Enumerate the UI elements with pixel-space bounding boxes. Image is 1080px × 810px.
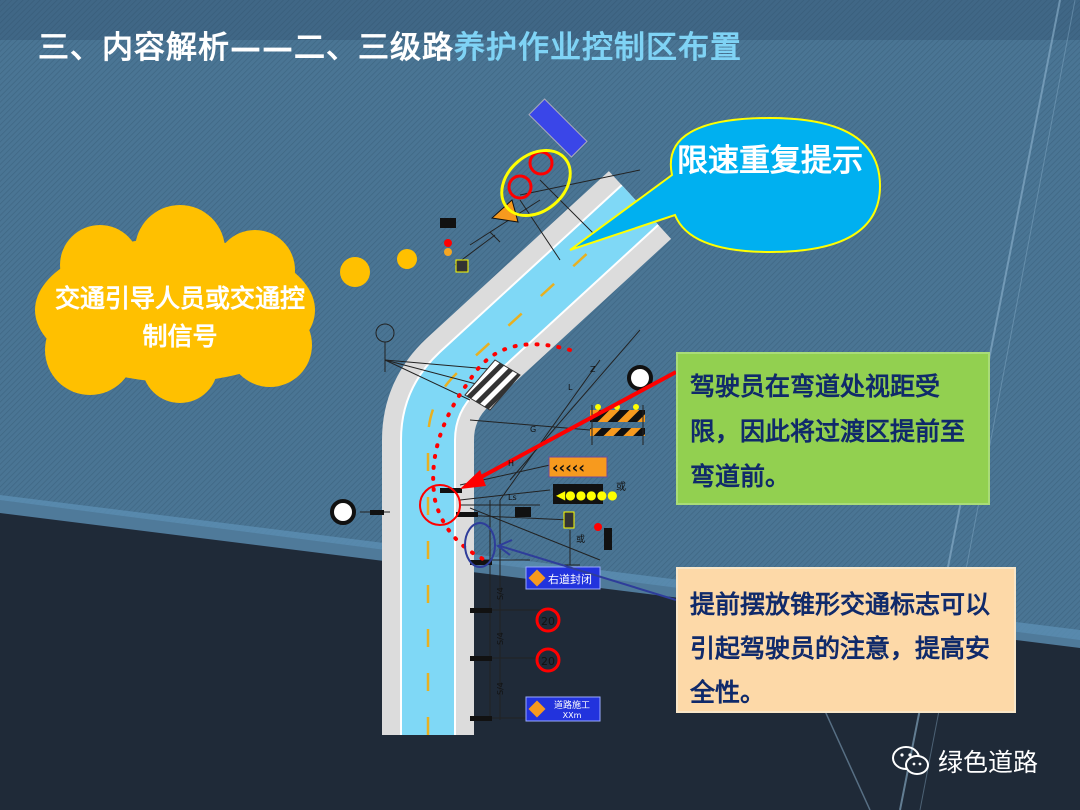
cone-note-box: 提前摆放锥形交通标志可以引起驾驶员的注意，提高安全性。	[676, 567, 1016, 713]
traffic-light-icon	[563, 511, 575, 529]
highlight-ellipse	[464, 522, 496, 568]
logo-text: 绿色道路	[938, 748, 1039, 777]
right-lane-closed-sign	[525, 566, 601, 590]
arrow-board	[553, 484, 603, 504]
speed-limit-sign	[535, 607, 561, 633]
wechat-icon	[892, 746, 929, 775]
cloud-callout	[35, 205, 417, 403]
road-work-distance: XXm	[563, 711, 582, 720]
title-main: 三、内容解析——二、三级路	[38, 30, 454, 66]
dimension-label: H	[508, 459, 514, 468]
cone-taper	[431, 342, 572, 562]
title-highlight: 养护作业控制区布置	[454, 30, 742, 66]
speed-limit-sign	[535, 647, 561, 673]
flagger-icon	[604, 528, 612, 550]
road-work-label: 道路施工	[554, 699, 590, 711]
dimension-label: S/4	[496, 632, 505, 645]
dimension-label: Ls	[508, 493, 517, 502]
traffic-light-icon	[455, 259, 469, 273]
svg-text:◀●●●●●: ◀●●●●●	[556, 488, 618, 502]
speech-callout-text: 限速重复提示	[677, 143, 863, 179]
highlight-circle	[419, 484, 461, 526]
dimension-label: L	[568, 383, 573, 392]
cloud-callout-text: 交通引导人员或交通控制信号	[54, 284, 305, 351]
road-work-sign-top	[528, 98, 588, 158]
speed-limit-sign	[507, 174, 533, 200]
red-arrow	[469, 370, 677, 485]
dimension-label: Z	[590, 365, 596, 374]
end-restriction-sign	[330, 499, 356, 525]
cone-markers	[370, 488, 531, 721]
dimension-label: G	[530, 425, 536, 434]
warning-sign	[490, 199, 519, 223]
or-label: 或	[616, 481, 626, 493]
or-label: 或	[576, 533, 585, 545]
right-lane-closed-label: 右道封闭	[548, 572, 592, 586]
svg-text:‹‹‹‹‹: ‹‹‹‹‹	[552, 458, 585, 477]
speed-limit-value: 20	[541, 655, 555, 668]
page-title: 三、内容解析——二、三级路养护作业控制区布置	[38, 22, 742, 67]
blue-arrow	[499, 545, 677, 601]
road	[382, 171, 672, 735]
dimension-label: S/4	[496, 682, 505, 695]
chevron-sign	[548, 456, 608, 478]
work-zone	[464, 359, 521, 411]
speed-limit-value: 20	[541, 615, 555, 628]
speech-callout	[569, 116, 882, 254]
flagger-icon	[440, 218, 456, 228]
dimension-label: S/4	[496, 587, 505, 600]
speed-highlight	[500, 148, 572, 218]
logo: 绿色道路	[892, 743, 1038, 779]
curve-note-box: 驾驶员在弯道处视距受限，因此将过渡区提前至弯道前。	[676, 352, 990, 505]
end-restriction-sign	[627, 365, 653, 391]
